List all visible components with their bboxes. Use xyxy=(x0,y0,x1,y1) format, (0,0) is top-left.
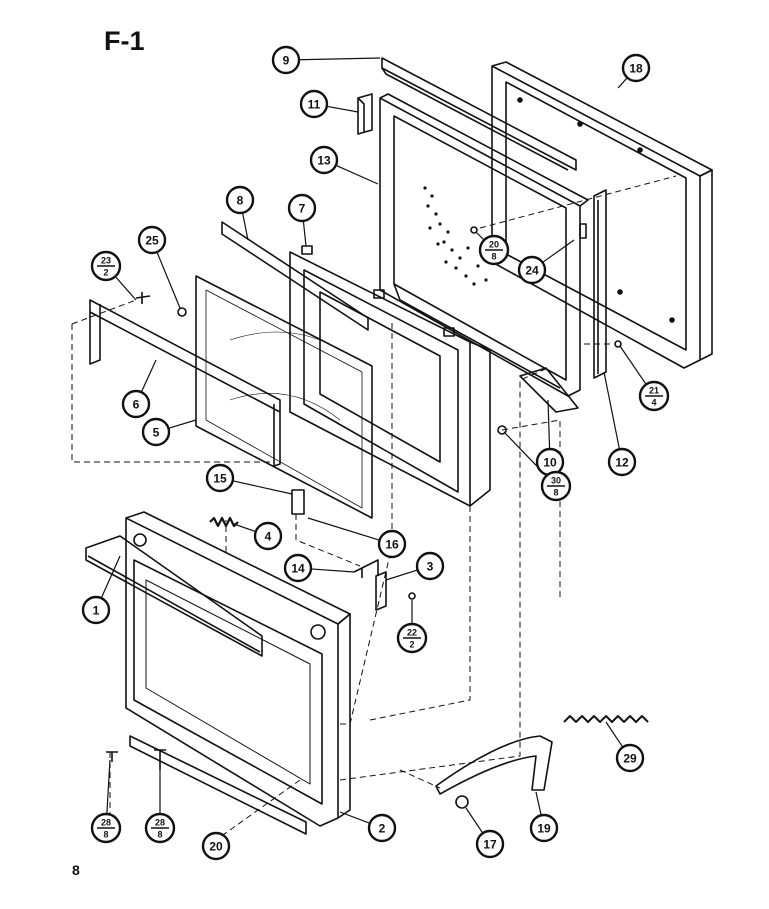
callout-17: 17 xyxy=(465,807,505,859)
callout-label: 8 xyxy=(237,194,244,208)
fraction-top: 30 xyxy=(551,476,561,486)
fraction-top: 21 xyxy=(649,386,659,396)
callout-9: 9 xyxy=(271,45,381,75)
fraction-bottom: 8 xyxy=(553,488,558,498)
part-front-door xyxy=(85,511,351,835)
callout-label: 12 xyxy=(615,456,629,470)
part-hinge-spring xyxy=(563,715,649,723)
part-spring xyxy=(209,516,239,528)
fraction-bottom: 2 xyxy=(103,268,108,278)
callout-2: 2 xyxy=(339,811,397,843)
callout-19: 19 xyxy=(529,791,559,843)
fraction-top: 22 xyxy=(407,628,417,638)
callout-label: 16 xyxy=(385,538,399,552)
callout-label: 17 xyxy=(483,838,497,852)
callout-7: 7 xyxy=(287,193,317,247)
callout-label: 24 xyxy=(525,264,539,278)
callout-5: 5 xyxy=(141,417,197,447)
callout-1: 1 xyxy=(81,555,121,625)
callout-20: 20 xyxy=(201,831,231,861)
fraction-callout-20-8: 208 xyxy=(475,231,510,266)
part-latch xyxy=(291,489,305,515)
callout-label: 4 xyxy=(265,530,272,544)
callout-8: 8 xyxy=(225,185,255,241)
callout-label: 6 xyxy=(133,398,140,412)
callout-group: 9 18 11 13 8 7 25 24 65 10 12 15 4 16 14 3 1 29 2 20 17 19 xyxy=(81,45,651,861)
fraction-callout-21-4: 214 xyxy=(619,345,670,412)
part-hinge-arm xyxy=(435,735,553,795)
callout-label: 9 xyxy=(283,54,290,68)
figure-title: F-1 xyxy=(104,26,145,56)
screws xyxy=(106,226,622,770)
part-small-bracket xyxy=(357,93,373,135)
callout-label: 11 xyxy=(308,98,321,112)
part-door-liner xyxy=(289,245,491,507)
callout-label: 13 xyxy=(317,154,331,168)
part-24-clip xyxy=(579,223,587,239)
alignment-lines xyxy=(71,175,677,841)
fraction-callout-23-2: 232 xyxy=(90,250,137,301)
fraction-callout-22-2: 222 xyxy=(396,600,428,654)
callout-label: 10 xyxy=(543,456,557,470)
fraction-top: 28 xyxy=(101,818,111,828)
fraction-bottom: 4 xyxy=(651,398,656,408)
callout-label: 1 xyxy=(93,604,100,618)
callout-18: 18 xyxy=(617,53,651,89)
fraction-callout-30-8: 308 xyxy=(503,431,572,502)
callout-12: 12 xyxy=(603,371,637,477)
callout-label: 5 xyxy=(153,426,160,440)
part-hinge-bracket xyxy=(353,559,379,578)
part-inner-window-frame xyxy=(379,93,589,397)
part-outer-rear-frame xyxy=(491,61,713,369)
part-upper-door-trim xyxy=(89,299,281,467)
callout-6: 6 xyxy=(121,359,157,419)
callout-29: 29 xyxy=(605,721,645,773)
callout-16: 16 xyxy=(307,517,407,559)
callout-24: 24 xyxy=(517,239,575,285)
perforated-screen-dots xyxy=(423,186,488,286)
callout-label: 29 xyxy=(623,752,637,766)
fraction-top: 20 xyxy=(489,240,499,250)
part-upper-strip xyxy=(221,221,369,331)
callout-label: 18 xyxy=(629,62,643,76)
callout-11: 11 xyxy=(299,89,359,119)
fraction-bottom: 8 xyxy=(157,830,162,840)
callout-label: 2 xyxy=(379,822,386,836)
callout-label: 25 xyxy=(145,234,159,248)
callout-label: 7 xyxy=(299,202,306,216)
part-side-bracket xyxy=(593,189,607,379)
callout-3: 3 xyxy=(385,551,445,581)
callout-label: 3 xyxy=(427,560,434,574)
fraction-bottom: 8 xyxy=(491,252,496,262)
part-pivot-knob xyxy=(455,795,469,809)
fraction-top: 28 xyxy=(155,818,165,828)
callout-label: 15 xyxy=(213,472,227,486)
callout-label: 19 xyxy=(537,822,551,836)
fraction-callout-28-8: 288 xyxy=(144,770,176,844)
page-number: 8 xyxy=(72,862,80,878)
callout-4: 4 xyxy=(233,521,283,551)
part-glass-panel xyxy=(195,275,373,519)
callout-25: 25 xyxy=(137,225,181,309)
callout-label: 14 xyxy=(291,562,305,576)
part-lower-strip xyxy=(519,367,579,413)
callout-14: 14 xyxy=(283,553,355,583)
fraction-top: 23 xyxy=(101,256,111,266)
fraction-bottom: 2 xyxy=(409,640,414,650)
part-top-trim-strip xyxy=(381,57,577,171)
callout-13: 13 xyxy=(309,145,379,185)
fraction-bottom: 8 xyxy=(103,830,108,840)
callout-15: 15 xyxy=(205,463,293,495)
callout-label: 20 xyxy=(209,840,223,854)
fraction-callout-28-8: 288 xyxy=(90,759,122,844)
part-hinge-plate xyxy=(375,571,387,611)
